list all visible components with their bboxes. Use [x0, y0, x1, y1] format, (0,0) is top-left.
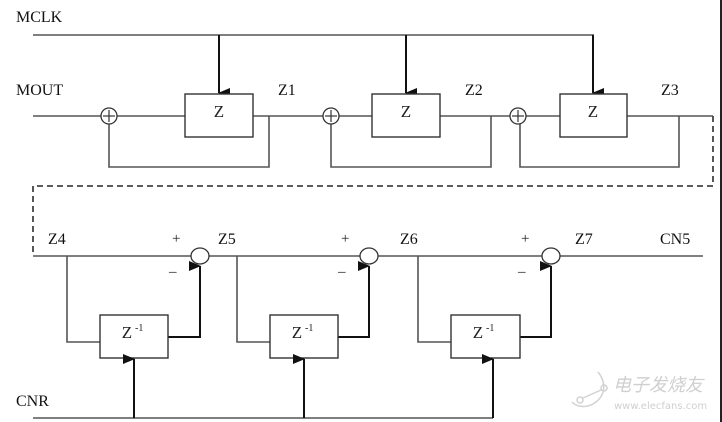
delay-feedback-1 — [168, 261, 201, 338]
integrator-block-1: Z — [184, 93, 254, 138]
z7-label: Z7 — [575, 231, 593, 248]
delay-input-1 — [66, 256, 100, 343]
comb-delay-block-1: Z -1 — [99, 314, 169, 359]
minus-sign-2: – — [337, 264, 346, 280]
minus-sign-3: – — [517, 264, 526, 280]
plus-sign-3: + — [521, 231, 529, 247]
feedback-loop-2 — [330, 116, 492, 168]
adder-2 — [322, 107, 340, 125]
minus-sign-1: – — [168, 264, 177, 280]
delay-input-2 — [236, 256, 270, 343]
subtractor-2 — [359, 247, 379, 265]
watermark-brand: 电子发烧友 — [613, 375, 705, 396]
adder-1 — [100, 107, 118, 125]
comb-delay-block-3: Z -1 — [450, 314, 521, 359]
stage-connector-dashed — [32, 116, 714, 256]
watermark-logo-icon — [571, 371, 608, 408]
plus-sign-1: + — [172, 231, 180, 247]
feedback-loop-3 — [519, 116, 680, 168]
feedback-loop-1 — [108, 116, 270, 168]
watermark: 电子发烧友 www.elecfans.com — [571, 371, 707, 412]
svg-text:-1: -1 — [486, 323, 494, 334]
subtractor-1 — [190, 247, 210, 265]
z6-label: Z6 — [400, 231, 418, 248]
delay-input-3 — [417, 256, 451, 343]
integrator-block-2: Z — [371, 93, 441, 138]
svg-text:Z: Z — [588, 102, 598, 121]
cnr-label: CNR — [16, 393, 49, 410]
subtractor-3 — [541, 247, 561, 265]
adder-3 — [509, 107, 527, 125]
delay-feedback-2 — [338, 261, 370, 338]
svg-text:-1: -1 — [305, 323, 313, 334]
watermark-url: www.elecfans.com — [614, 401, 707, 412]
svg-text:Z: Z — [122, 323, 132, 342]
z5-label: Z5 — [218, 231, 236, 248]
plus-sign-2: + — [341, 231, 349, 247]
z2-label: Z2 — [465, 82, 483, 99]
svg-text:Z: Z — [292, 323, 302, 342]
svg-text:Z: Z — [473, 323, 483, 342]
delay-feedback-3 — [520, 261, 552, 338]
mclk-label: MCLK — [16, 9, 63, 26]
mout-label: MOUT — [16, 82, 63, 99]
svg-text:Z: Z — [214, 102, 224, 121]
cn5-label: CN5 — [660, 231, 690, 248]
z1-label: Z1 — [278, 82, 296, 99]
comb-delay-block-2: Z -1 — [269, 314, 339, 359]
integrator-block-3: Z — [559, 93, 628, 138]
svg-text:-1: -1 — [135, 323, 143, 334]
svg-text:Z: Z — [401, 102, 411, 121]
z3-label: Z3 — [661, 82, 679, 99]
z4-label: Z4 — [48, 231, 66, 248]
